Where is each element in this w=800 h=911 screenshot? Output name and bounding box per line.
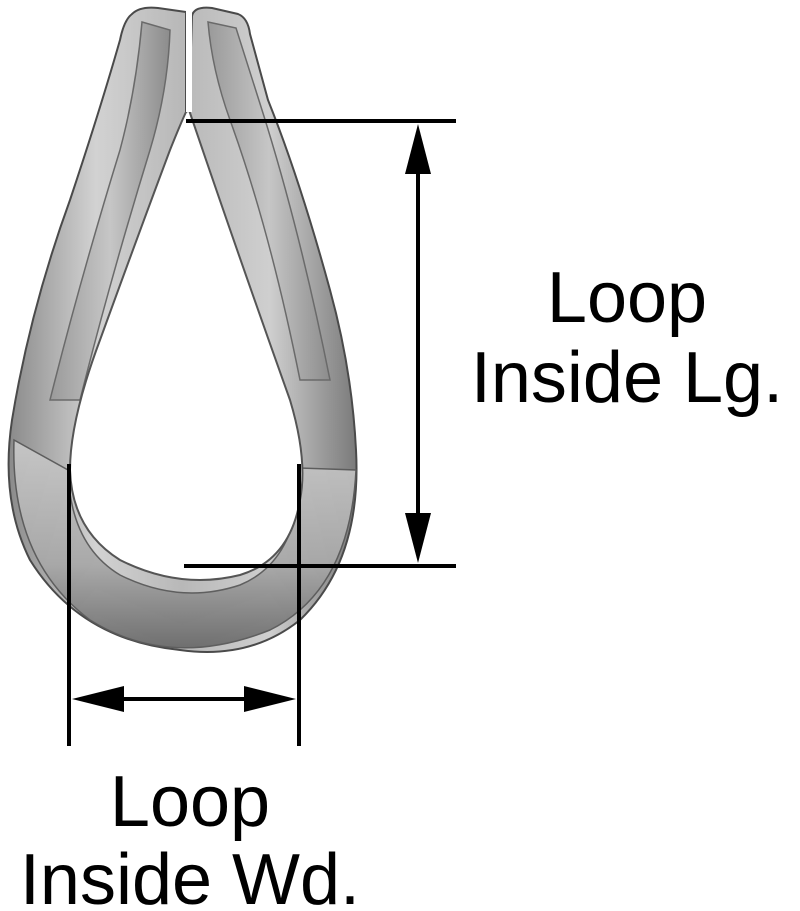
- thimble-image: [7, 6, 358, 653]
- thimble-right-groove: [207, 21, 331, 381]
- length-arrow-down: [405, 513, 431, 563]
- thimble-tip-gap: [186, 8, 192, 112]
- length-arrow-up: [405, 124, 431, 174]
- thimble-bottom-band: [13, 438, 357, 649]
- width-dimension: [67, 464, 301, 746]
- thimble-inner-opening: [68, 108, 304, 581]
- length-label-line2: Inside Lg.: [471, 338, 783, 418]
- width-arrow-left: [72, 686, 124, 712]
- length-label-line1: Loop: [547, 258, 707, 338]
- width-arrow-right: [244, 686, 296, 712]
- width-label-line2: Inside Wd.: [20, 840, 360, 911]
- length-dimension: [184, 119, 456, 568]
- width-label-line1: Loop: [110, 762, 270, 842]
